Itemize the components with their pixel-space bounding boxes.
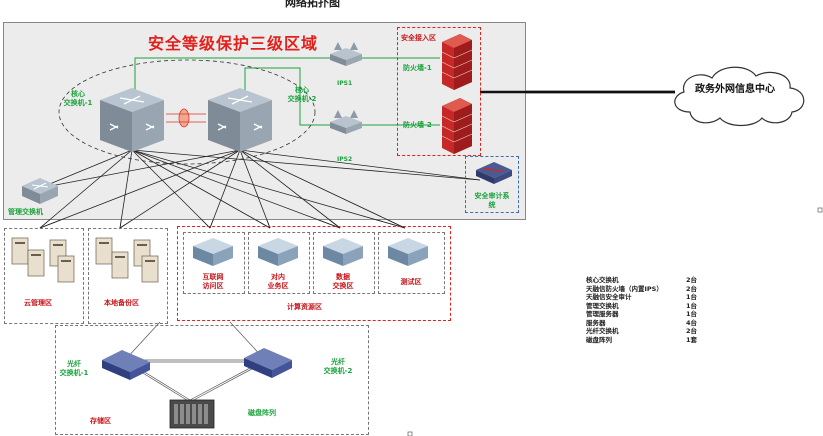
cloud-mgmt-label: 云管理区 <box>24 299 52 307</box>
audit-label: 安全审计系 统 <box>474 192 510 209</box>
management-switch-label: 管理交换机 <box>8 208 43 216</box>
inventory-row: 磁盘阵列 1套 <box>586 336 716 345</box>
secure-access-zone <box>397 27 481 156</box>
inventory-item-name: 光纤交换机 <box>586 327 619 335</box>
inventory-item-name: 管理服务器 <box>586 310 619 318</box>
inventory-item-qty: 1台 <box>686 293 698 301</box>
inventory-row: 服务器 4台 <box>586 319 716 328</box>
disk-array-label: 磁盘阵列 <box>248 409 276 417</box>
inventory-item-qty: 1套 <box>686 335 698 344</box>
core-switch-1-label: 核心 交换机-1 <box>63 90 93 107</box>
inventory-item-qty: 2台 <box>686 276 698 284</box>
ips2-label: IPS2 <box>337 156 353 163</box>
inventory-item-name: 磁盘阵列 <box>586 335 612 344</box>
page-title: 网络拓扑图 <box>285 0 340 9</box>
internet-access-zone <box>183 232 245 294</box>
inventory-item-qty: 2台 <box>686 327 698 335</box>
backup-label: 本地备份区 <box>104 299 139 307</box>
backup-zone <box>88 228 168 324</box>
storage-zone <box>55 325 369 435</box>
cloud-mgmt-zone <box>4 228 84 324</box>
inventory-item-name: 管理交换机 <box>586 301 619 310</box>
compute-pool-label: 计算资源区 <box>287 303 322 311</box>
inventory-item-name: 天融信安全审计 <box>586 293 632 301</box>
fiber-switch-2-label: 光纤 交换机-2 <box>323 358 353 375</box>
inventory-item-name: 核心交换机 <box>586 276 619 284</box>
data-exchange-label: 数据 交换区 <box>332 273 354 290</box>
internet-access-label: 互联网 访问区 <box>202 273 224 290</box>
inventory-row: 管理交换机 1台 <box>586 302 716 311</box>
ips1-label: IPS1 <box>337 80 353 87</box>
test-zone <box>378 232 445 294</box>
data-exchange-zone <box>313 232 375 294</box>
inventory-item-name: 服务器 <box>586 318 606 327</box>
inventory-row: 光纤交换机 2台 <box>586 327 716 336</box>
inventory-item-qty: 2台 <box>686 284 698 293</box>
audit-zone <box>465 156 519 213</box>
inventory-item-name: 天融信防火墙（内置IPS） <box>586 284 663 293</box>
secure-access-label: 安全接入区 <box>401 34 436 42</box>
inventory-row: 核心交换机 2台 <box>586 276 716 285</box>
inventory-row: 天融信防火墙（内置IPS） 2台 <box>586 285 716 294</box>
fiber-switch-1-label: 光纤 交换机-1 <box>59 360 89 377</box>
storage-zone-label: 存储区 <box>90 417 111 425</box>
zone-title: 安全等级保护三级区域 <box>148 34 319 53</box>
internal-business-zone <box>248 232 310 294</box>
gov-cloud-label: 政务外网信息中心 <box>695 84 775 95</box>
core-switch-2-label: 核心 交换机-2 <box>287 86 317 103</box>
inventory-row: 管理服务器 1台 <box>586 310 716 319</box>
inventory-item-qty: 1台 <box>686 310 698 318</box>
compute-pool-zone <box>177 226 451 321</box>
firewall-1-label: 防火墙-1 <box>403 64 432 72</box>
internal-business-label: 对内 业务区 <box>267 273 289 290</box>
test-label: 测试区 <box>400 278 422 286</box>
firewall-2-label: 防火墙-2 <box>403 121 432 129</box>
inventory-row: 天融信安全审计 1台 <box>586 293 716 302</box>
inventory-item-qty: 4台 <box>686 318 698 327</box>
inventory-item-qty: 1台 <box>686 301 698 310</box>
